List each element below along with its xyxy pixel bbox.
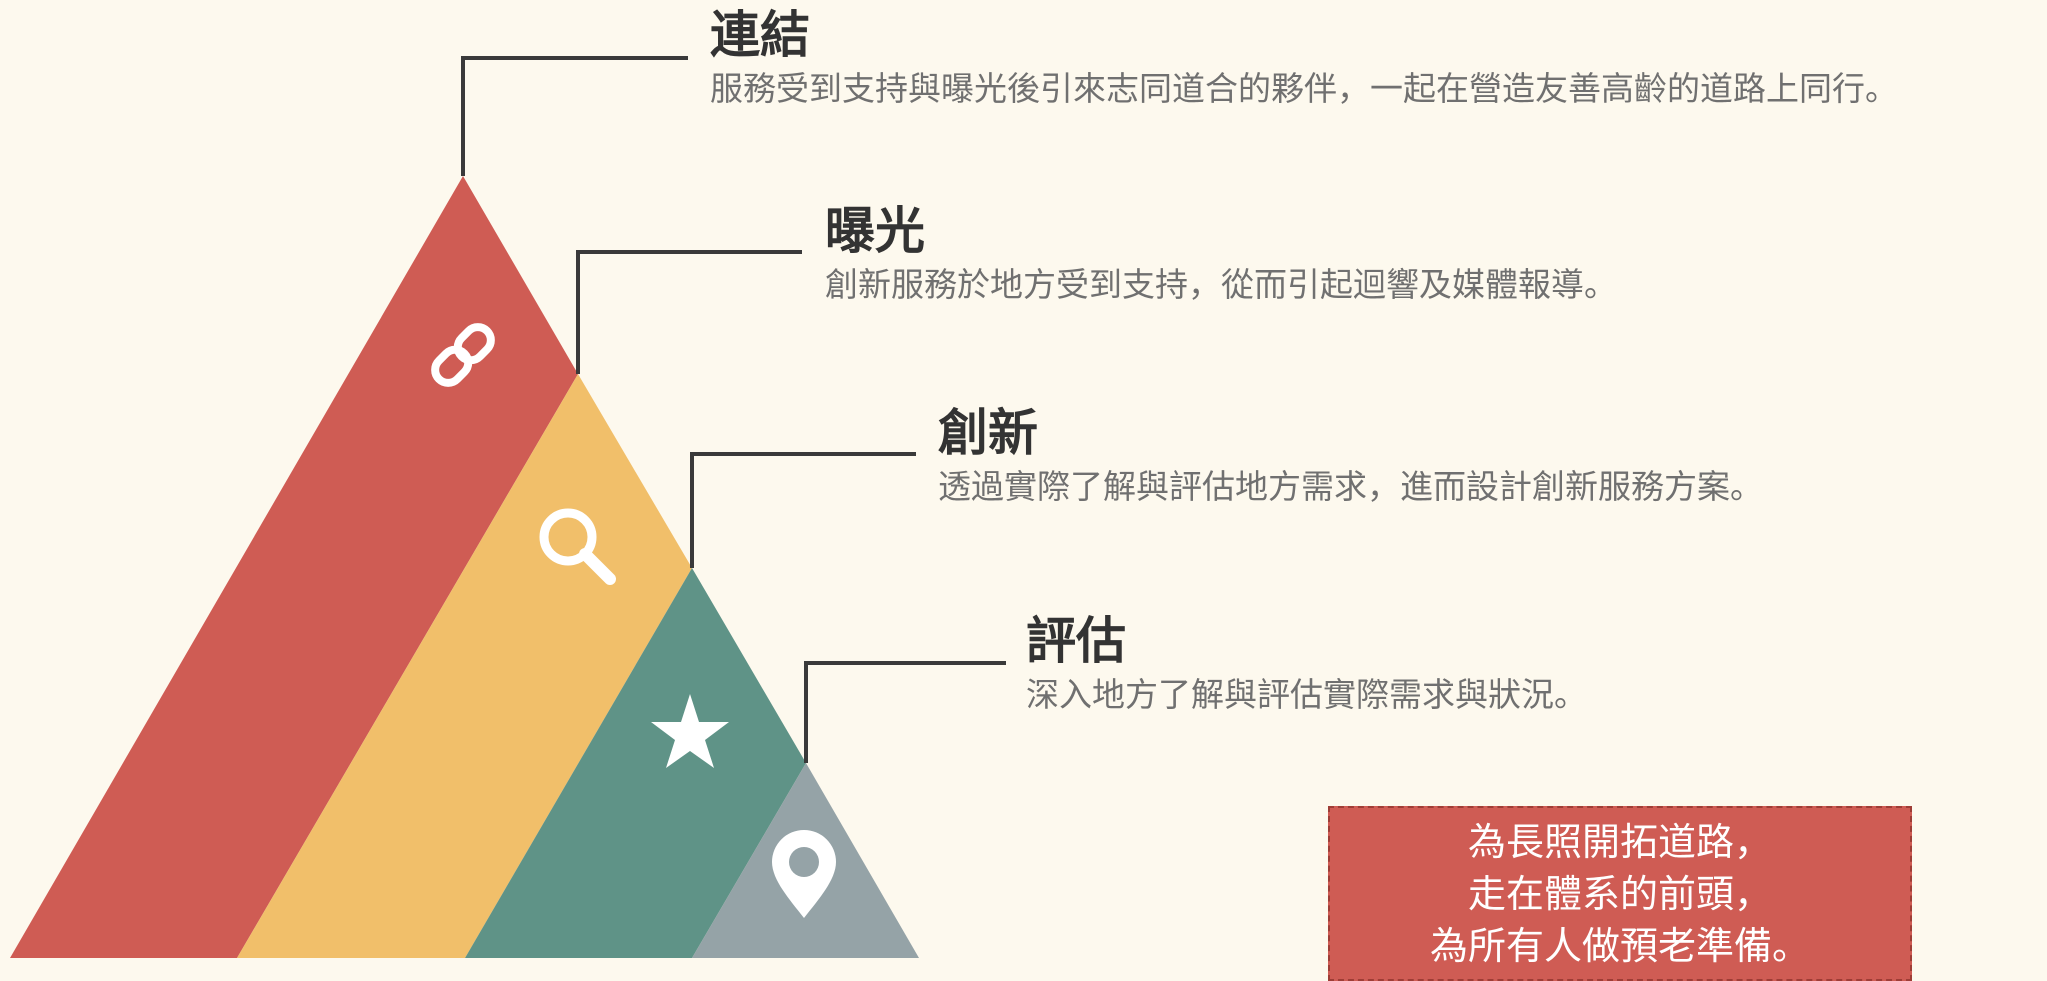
level-description-exposure: 創新服務於地方受到支持，從而引起迴響及媒體報導。 bbox=[825, 265, 1617, 304]
level-title-connect: 連結 bbox=[710, 6, 810, 64]
search-icon bbox=[539, 508, 616, 585]
level-description-innovate: 透過實際了解與評估地方需求，進而設計創新服務方案。 bbox=[938, 467, 1763, 506]
link-icon bbox=[431, 323, 495, 387]
leader-line-connect bbox=[461, 56, 688, 176]
tagline-line-1: 為長照開拓道路， bbox=[1467, 820, 1772, 864]
level-description-evaluate: 深入地方了解與評估實際需求與狀況。 bbox=[1026, 675, 1587, 714]
map-pin-icon bbox=[772, 830, 836, 918]
level-title-innovate: 創新 bbox=[938, 404, 1038, 462]
level-description-connect: 服務受到支持與曝光後引來志同道合的夥伴，一起在營造友善高齡的道路上同行。 bbox=[710, 69, 1898, 108]
tagline-line-2: 走在體系的前頭， bbox=[1467, 872, 1772, 916]
tagline-box: 為長照開拓道路， 走在體系的前頭， 為所有人做預老準備。 bbox=[1328, 806, 1912, 981]
level-title-evaluate: 評估 bbox=[1026, 612, 1126, 670]
leader-line-evaluate bbox=[804, 661, 1006, 763]
tagline-line-3: 為所有人做預老準備。 bbox=[1429, 924, 1810, 968]
band-innovate bbox=[465, 568, 806, 958]
leader-line-exposure bbox=[576, 250, 802, 374]
leader-line-innovate bbox=[690, 452, 916, 568]
star-icon bbox=[651, 694, 729, 768]
level-title-exposure: 曝光 bbox=[825, 202, 925, 260]
